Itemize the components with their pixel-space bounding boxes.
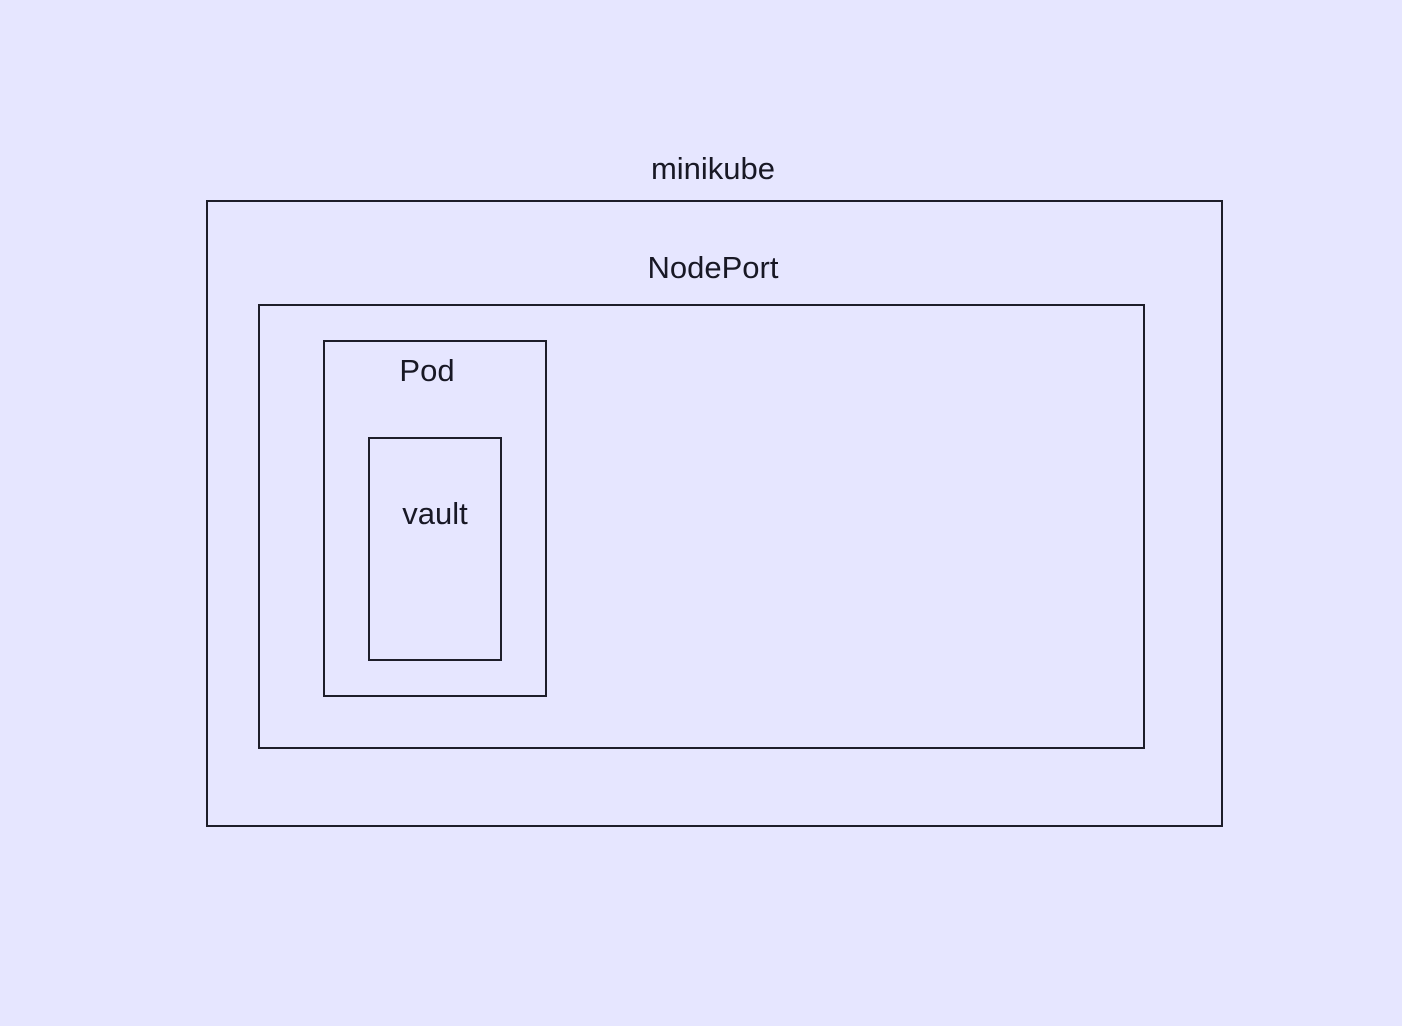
- pod-box: [323, 340, 547, 697]
- vault-container-label: vault: [402, 496, 468, 531]
- minikube-cluster-label: minikube: [650, 151, 776, 186]
- vault-container-box: [368, 437, 502, 661]
- nodeport-service-box: [258, 304, 1145, 749]
- nodeport-service-label: NodePort: [647, 250, 779, 285]
- minikube-cluster-box: [206, 200, 1223, 827]
- pod-label: Pod: [399, 353, 455, 388]
